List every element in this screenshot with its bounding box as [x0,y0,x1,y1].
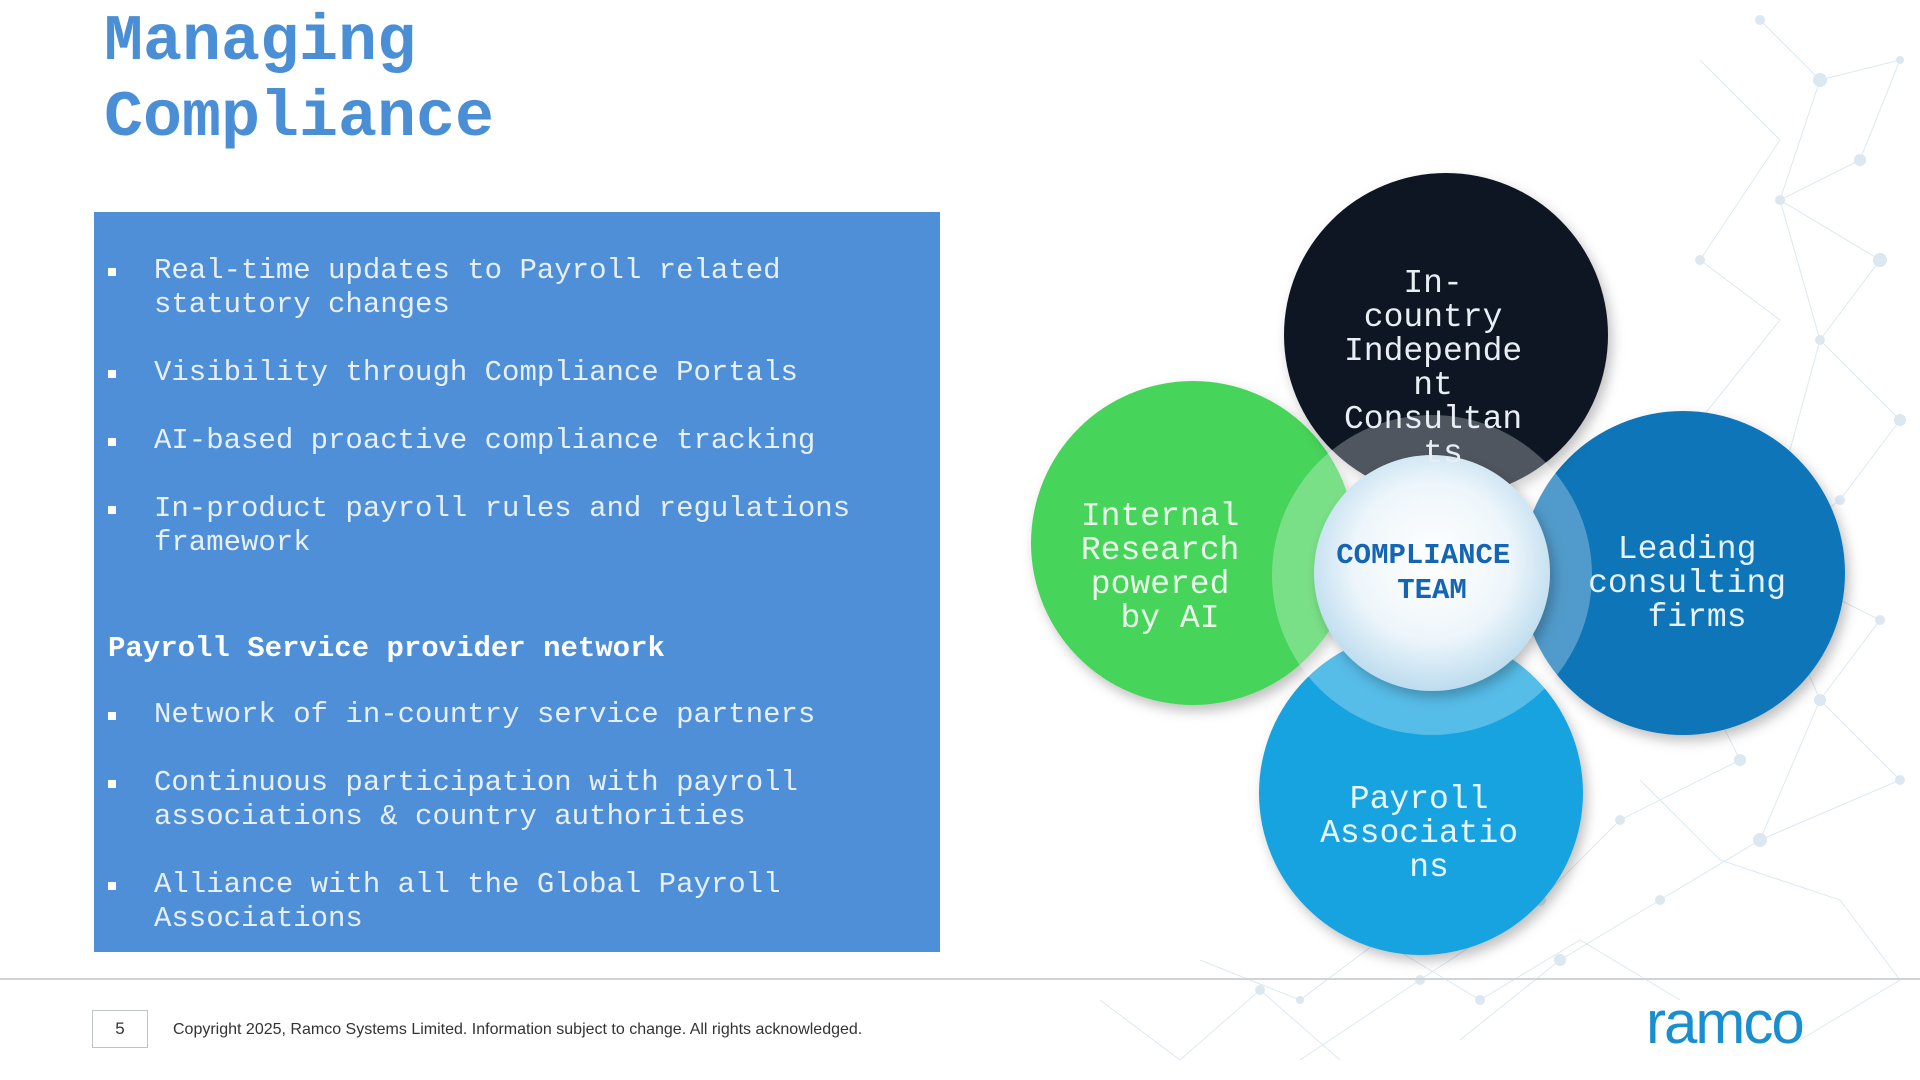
bullet-square-icon [108,882,116,890]
features-panel: Real-time updates to Payroll related sta… [94,212,940,952]
bullet-text: Network of in-country service partners [154,698,816,731]
list-item: Visibility through Compliance Portals [108,356,928,390]
bullet-text: Alliance with all the Global Payroll Ass… [154,868,781,935]
bullet-square-icon [108,370,116,378]
ramco-logo: ramco [1646,989,1805,1056]
bullet-text: Real-time updates to Payroll related sta… [154,254,781,321]
bullet-square-icon [108,506,116,514]
list-item: Alliance with all the Global Payroll Ass… [108,868,928,936]
title-line-1: Managing [104,5,417,79]
bullet-square-icon [108,712,116,720]
title-line-2: Compliance [104,81,495,155]
bullet-square-icon [108,438,116,446]
bullet-square-icon [108,780,116,788]
bullet-text: Visibility through Compliance Portals [154,356,798,389]
bullet-square-icon [108,268,116,276]
bullet-text: Continuous participation with payroll as… [154,766,798,833]
bullet-text: In-product payroll rules and regulations… [154,492,851,559]
copyright-text: Copyright 2025, Ramco Systems Limited. I… [173,1021,863,1038]
list-item: Real-time updates to Payroll related sta… [108,254,928,322]
section-heading: Payroll Service provider network [108,632,665,665]
list-item: Network of in-country service partners [108,698,928,732]
page-title: Managing Compliance [104,4,494,156]
bullet-text: AI-based proactive compliance tracking [154,424,816,457]
list-item: In-product payroll rules and regulations… [108,492,928,560]
list-item: Continuous participation with payroll as… [108,766,928,834]
page-number: 5 [92,1010,148,1048]
list-item: AI-based proactive compliance tracking [108,424,928,458]
footer-divider [0,978,1920,980]
network-bullet-list: Network of in-country service partners C… [108,698,928,970]
compliance-bullet-list: Real-time updates to Payroll related sta… [108,254,928,594]
